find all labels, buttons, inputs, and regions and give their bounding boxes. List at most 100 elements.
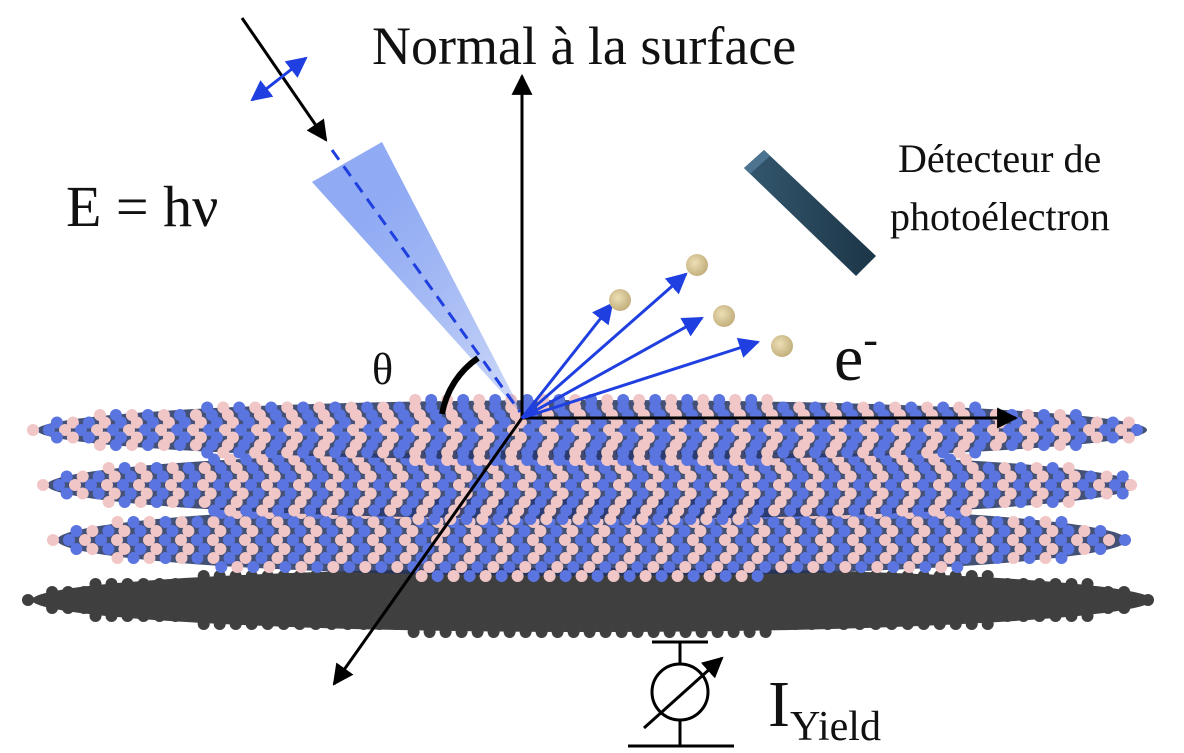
atom (271, 516, 284, 528)
atom (965, 479, 977, 491)
atom (825, 446, 838, 459)
atom (839, 561, 852, 573)
atom (494, 586, 507, 598)
atom (588, 487, 601, 500)
atom (380, 487, 393, 500)
atom (203, 424, 215, 436)
atom (1013, 479, 1025, 491)
atom (630, 496, 643, 508)
atom (766, 586, 779, 598)
atom (1014, 543, 1027, 555)
atom (748, 470, 761, 483)
atom (761, 454, 774, 466)
atom (597, 479, 609, 491)
atom (863, 516, 876, 528)
atom (345, 446, 358, 459)
atom (70, 543, 83, 555)
atom (886, 525, 899, 537)
atom (1116, 470, 1129, 483)
atom (182, 594, 194, 606)
atom (357, 618, 370, 630)
atom (486, 543, 499, 555)
atom (105, 610, 118, 622)
atom (550, 594, 562, 606)
atom (604, 487, 617, 500)
atom (383, 552, 396, 564)
atom (1110, 594, 1122, 606)
atom (343, 561, 356, 573)
atom (418, 416, 431, 429)
atom (700, 513, 713, 525)
atom (395, 424, 407, 436)
atom (870, 525, 883, 537)
atom (208, 504, 221, 517)
atom (598, 594, 610, 606)
atom (207, 516, 220, 528)
atom (207, 552, 220, 564)
atom (463, 570, 476, 582)
atom (764, 470, 777, 483)
atom (261, 479, 273, 491)
atom (142, 586, 155, 598)
atom (329, 446, 342, 459)
atom (902, 496, 915, 508)
atom (386, 416, 399, 429)
atom (66, 431, 79, 444)
atom (239, 516, 252, 528)
atom (268, 470, 281, 483)
atom (501, 479, 513, 491)
atom (1122, 431, 1135, 444)
atom (908, 470, 921, 483)
atom (591, 552, 604, 564)
atom (374, 525, 387, 537)
atom (139, 424, 151, 436)
atom (146, 416, 159, 429)
atom (284, 470, 297, 483)
atom (1019, 424, 1031, 436)
atom (130, 416, 143, 429)
atom (574, 586, 587, 598)
atom (1020, 470, 1033, 483)
atom (288, 504, 301, 517)
atom (1006, 586, 1019, 598)
atom (556, 487, 569, 500)
atom (342, 496, 355, 508)
atom (959, 516, 972, 528)
atom (790, 594, 802, 606)
atom (1039, 516, 1052, 528)
atom (927, 516, 940, 528)
atom (247, 561, 260, 573)
atom (1090, 431, 1103, 444)
atom (306, 416, 319, 429)
atom (678, 594, 690, 606)
atom (537, 454, 550, 466)
atom (975, 516, 988, 528)
atom (639, 570, 652, 582)
atom (1062, 496, 1075, 508)
atom (1045, 479, 1057, 491)
atom (1037, 439, 1050, 451)
atom (406, 496, 419, 508)
atom (415, 534, 427, 546)
atom (527, 570, 540, 582)
atom (917, 618, 930, 630)
atom (757, 479, 769, 491)
atom (870, 543, 883, 555)
atom (374, 594, 386, 606)
atom (454, 525, 467, 537)
atom (198, 525, 211, 537)
atom (262, 594, 274, 606)
atom (636, 487, 649, 500)
atom (1023, 534, 1035, 546)
atom (543, 570, 556, 582)
atom (1074, 416, 1087, 429)
atom (519, 561, 532, 573)
atom (517, 479, 529, 491)
atom (476, 513, 489, 525)
atom (191, 552, 204, 564)
atom (703, 534, 715, 546)
atom (959, 552, 972, 564)
atom (492, 470, 505, 483)
atom (384, 504, 397, 517)
atom (758, 594, 770, 606)
